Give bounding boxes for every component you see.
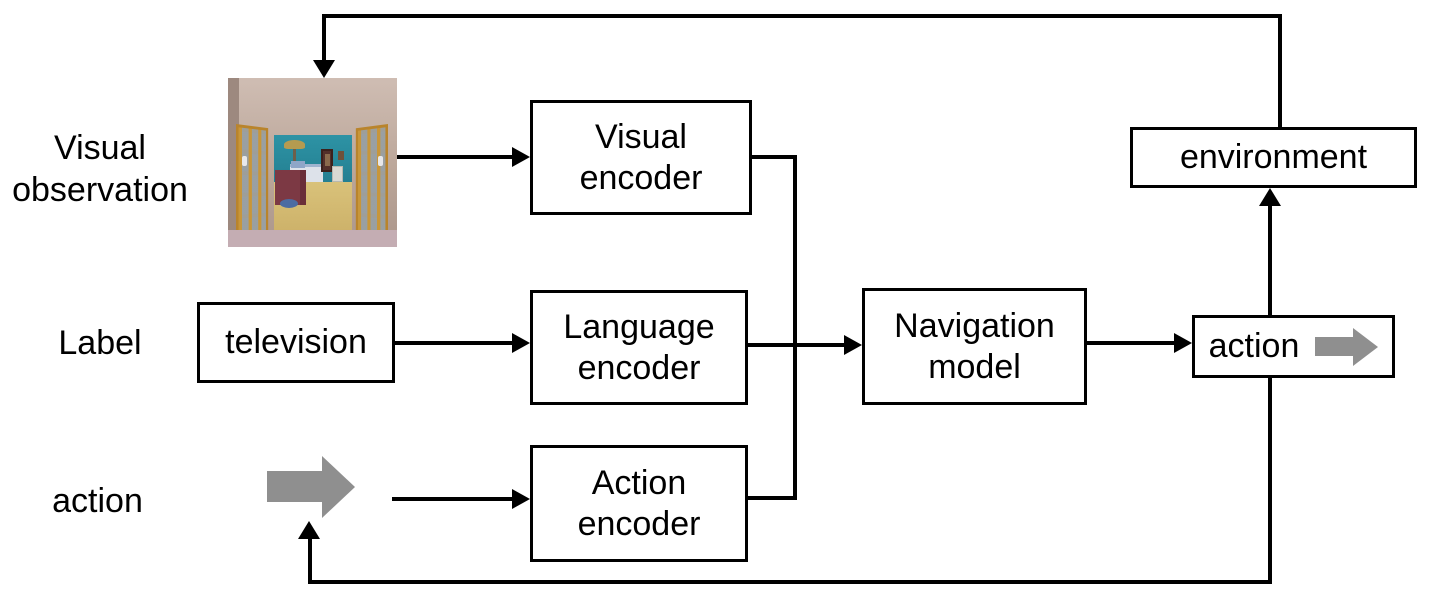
arrowhead-into-action-encoder bbox=[512, 489, 530, 509]
edge-action-to-action-encoder bbox=[392, 497, 512, 501]
edge-action-feedback-right bbox=[1268, 378, 1272, 584]
block-arrow-tail bbox=[267, 471, 322, 502]
action-output-block-arrow-icon bbox=[1315, 327, 1379, 366]
action-input-block-arrow-icon bbox=[267, 455, 355, 518]
language-encoder-label-line2: encoder bbox=[577, 348, 701, 387]
room-lamp bbox=[293, 146, 296, 172]
room-small-picture bbox=[338, 151, 344, 160]
arrowhead-into-navigation-model bbox=[844, 335, 862, 355]
room-white-box bbox=[332, 166, 343, 182]
edge-encoders-junction-vertical bbox=[793, 155, 797, 500]
edge-observation-to-visual-encoder bbox=[397, 155, 512, 159]
room-picture bbox=[325, 154, 330, 166]
edge-visual-encoder-out bbox=[752, 155, 797, 159]
environment-box: environment bbox=[1130, 127, 1417, 188]
edge-environment-to-observation-top bbox=[322, 14, 1282, 18]
navigation-model-box: Navigation model bbox=[862, 288, 1087, 405]
room-left-door-handle bbox=[242, 156, 247, 166]
television-box-label: television bbox=[225, 323, 367, 361]
language-encoder-label-line1: Language bbox=[563, 307, 715, 346]
edge-action-to-environment bbox=[1268, 202, 1272, 315]
action-encoder-label-line1: Action bbox=[591, 463, 687, 502]
room-left-door bbox=[236, 124, 269, 238]
block-arrow-tail bbox=[1315, 337, 1354, 356]
room-rug bbox=[280, 199, 298, 208]
action-encoder-label-line2: encoder bbox=[577, 504, 701, 543]
arrowhead-into-language-encoder bbox=[512, 333, 530, 353]
block-arrow-head bbox=[322, 455, 355, 518]
visual-observation-image bbox=[228, 78, 397, 247]
visual-encoder-box: Visual encoder bbox=[530, 100, 752, 215]
visual-observation-label: Visual observation bbox=[0, 127, 200, 211]
room-right-door bbox=[355, 124, 388, 242]
block-arrow-head bbox=[1353, 327, 1379, 366]
arrowhead-into-environment bbox=[1259, 188, 1281, 206]
language-encoder-box: Language encoder bbox=[530, 290, 748, 405]
visual-encoder-label-line1: Visual bbox=[595, 117, 687, 156]
edge-action-feedback-left bbox=[308, 539, 312, 584]
arrowhead-into-observation-image bbox=[313, 60, 335, 78]
navigation-model-label-line1: Navigation bbox=[894, 306, 1055, 345]
environment-box-label: environment bbox=[1179, 138, 1368, 176]
edge-environment-to-observation-right bbox=[1278, 14, 1282, 127]
edge-encoders-to-navigation-model bbox=[748, 343, 844, 347]
room-chair bbox=[275, 170, 306, 205]
arrowhead-into-action-input bbox=[298, 521, 320, 539]
arrowhead-into-visual-encoder bbox=[512, 147, 530, 167]
visual-observation-label-line2: observation bbox=[12, 171, 188, 209]
visual-encoder-label-line2: encoder bbox=[579, 158, 703, 197]
edge-television-to-language-encoder bbox=[395, 341, 512, 345]
label-row-label: Label bbox=[58, 324, 142, 362]
room-lamp-shade bbox=[284, 140, 305, 149]
room-right-door-handle bbox=[378, 156, 383, 166]
edge-navigation-model-to-action bbox=[1087, 341, 1174, 345]
room-pillow bbox=[291, 161, 305, 168]
television-box: television bbox=[197, 302, 395, 383]
edge-action-feedback-bottom bbox=[308, 580, 1272, 584]
action-output-box: action bbox=[1192, 315, 1395, 378]
action-row-label: action bbox=[52, 482, 143, 520]
room-side-wall bbox=[228, 78, 239, 247]
visual-observation-label-line1: Visual bbox=[54, 129, 146, 167]
navigation-model-label-line2: model bbox=[928, 347, 1021, 386]
action-encoder-box: Action encoder bbox=[530, 445, 748, 562]
edge-environment-to-observation-left bbox=[322, 14, 326, 62]
arrowhead-into-action-output bbox=[1174, 333, 1192, 353]
action-output-label: action bbox=[1208, 327, 1300, 365]
room-hall-floor bbox=[228, 230, 397, 247]
edge-action-encoder-out bbox=[748, 496, 797, 500]
